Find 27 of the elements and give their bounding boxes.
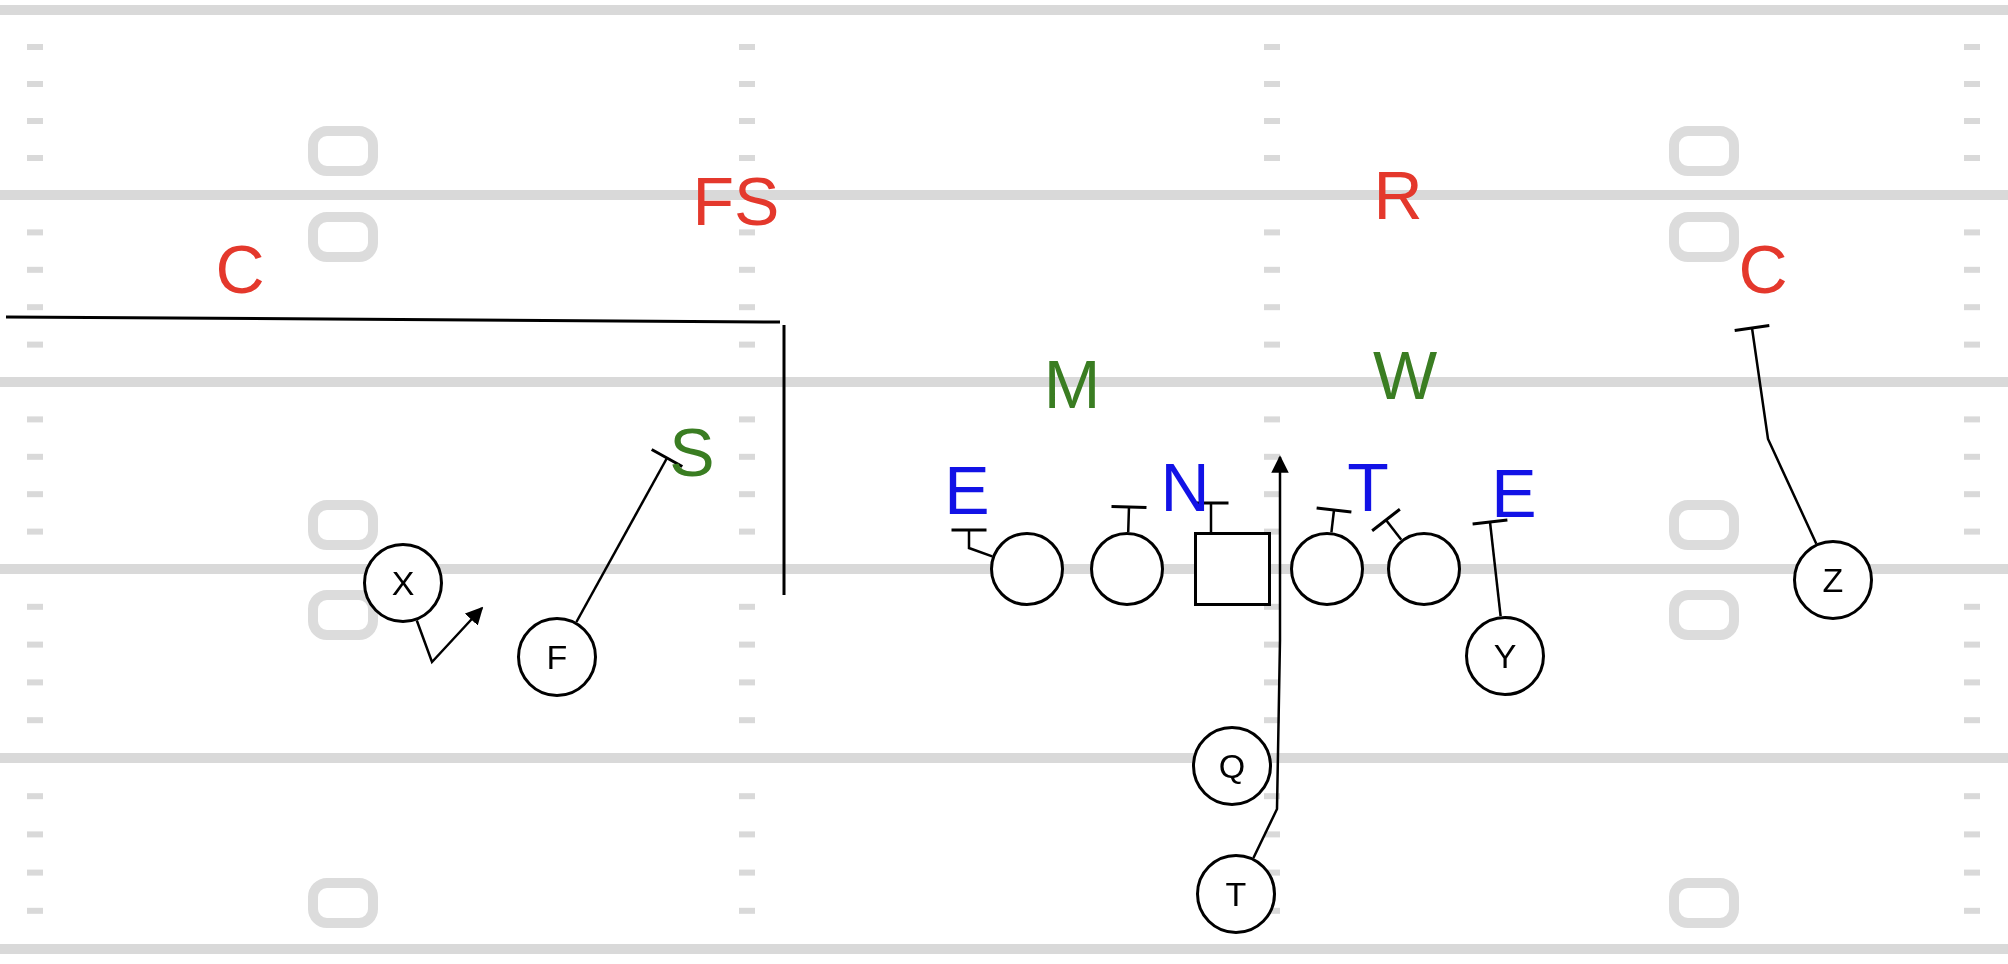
- defender-label: C: [215, 235, 265, 303]
- player-circle: T: [1196, 854, 1276, 934]
- player-circle: Q: [1192, 726, 1272, 806]
- route-arrow: [1252, 455, 1289, 859]
- route-arrow: [415, 606, 484, 665]
- block-line: [1471, 518, 1509, 617]
- defender-label: E: [1491, 459, 1537, 527]
- defender-label: R: [1373, 161, 1423, 229]
- defender-label: T: [1347, 453, 1389, 521]
- defender-label: N: [1160, 453, 1210, 521]
- block-line: [1370, 507, 1403, 541]
- center-square: [1193, 532, 1271, 606]
- defender-label: E: [944, 456, 990, 524]
- defender-label: W: [1372, 341, 1438, 409]
- block-line: [950, 528, 993, 558]
- block-line: [1110, 504, 1148, 533]
- block-line: [575, 448, 684, 623]
- player-circle: X: [363, 543, 443, 623]
- block-line: [1733, 324, 1818, 545]
- defender-label: C: [1738, 235, 1788, 303]
- block-line: [1315, 506, 1353, 533]
- defender-label: FS: [692, 167, 780, 235]
- player-circle: Y: [1465, 616, 1545, 696]
- player-circle: Z: [1793, 540, 1873, 620]
- player-circle: F: [517, 617, 597, 697]
- defender-label: S: [669, 418, 715, 486]
- defender-label: M: [1043, 350, 1101, 418]
